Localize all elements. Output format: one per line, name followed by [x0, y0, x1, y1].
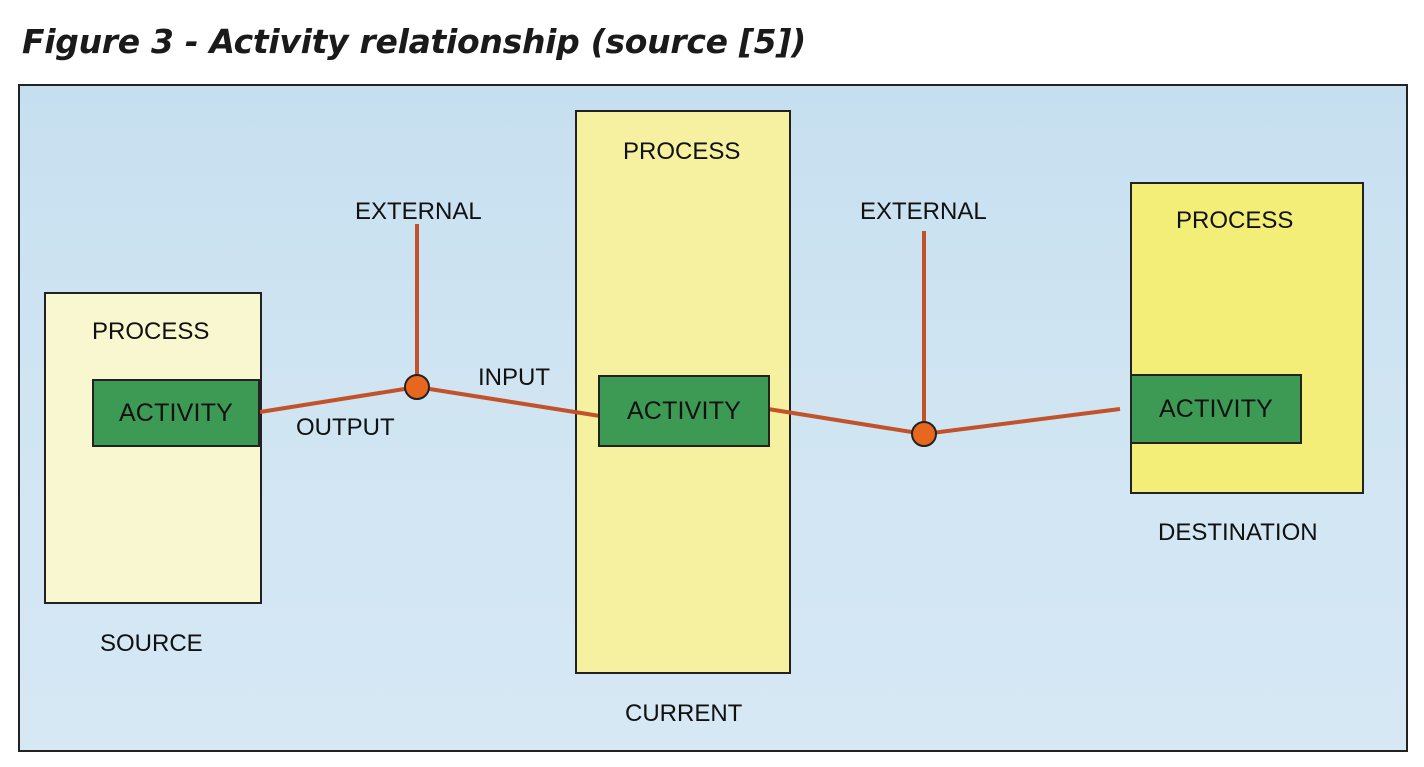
diagram-panel: ACTIVITY ACTIVITY ACTIVITY PROCESS PROCE… [18, 84, 1408, 752]
destination-activity-label: ACTIVITY [1158, 394, 1274, 423]
current-process-label: PROCESS [623, 138, 741, 165]
source-activity-box: ACTIVITY [92, 379, 260, 447]
input-label: INPUT [478, 364, 550, 391]
left-junction-node [404, 374, 430, 400]
external-left-label: EXTERNAL [355, 198, 482, 225]
current-caption: CURRENT [625, 700, 743, 727]
destination-caption: DESTINATION [1158, 519, 1318, 546]
junction-to-destination-line [923, 407, 1121, 436]
right-junction-node [911, 421, 937, 447]
output-label: OUTPUT [296, 414, 395, 441]
input-line [416, 385, 601, 418]
source-process-label: PROCESS [92, 318, 210, 345]
source-process-box [44, 292, 262, 604]
source-caption: SOURCE [100, 630, 203, 657]
external-right-label: EXTERNAL [860, 198, 987, 225]
current-activity-box: ACTIVITY [598, 375, 770, 447]
figure-title: Figure 3 - Activity relationship (source… [22, 22, 806, 61]
current-to-junction-line [767, 407, 925, 436]
current-activity-label: ACTIVITY [626, 396, 742, 425]
destination-process-label: PROCESS [1176, 207, 1294, 234]
output-line [259, 385, 418, 414]
source-activity-label: ACTIVITY [118, 398, 234, 427]
destination-activity-box: ACTIVITY [1130, 374, 1302, 444]
connector-lines [259, 224, 1121, 447]
